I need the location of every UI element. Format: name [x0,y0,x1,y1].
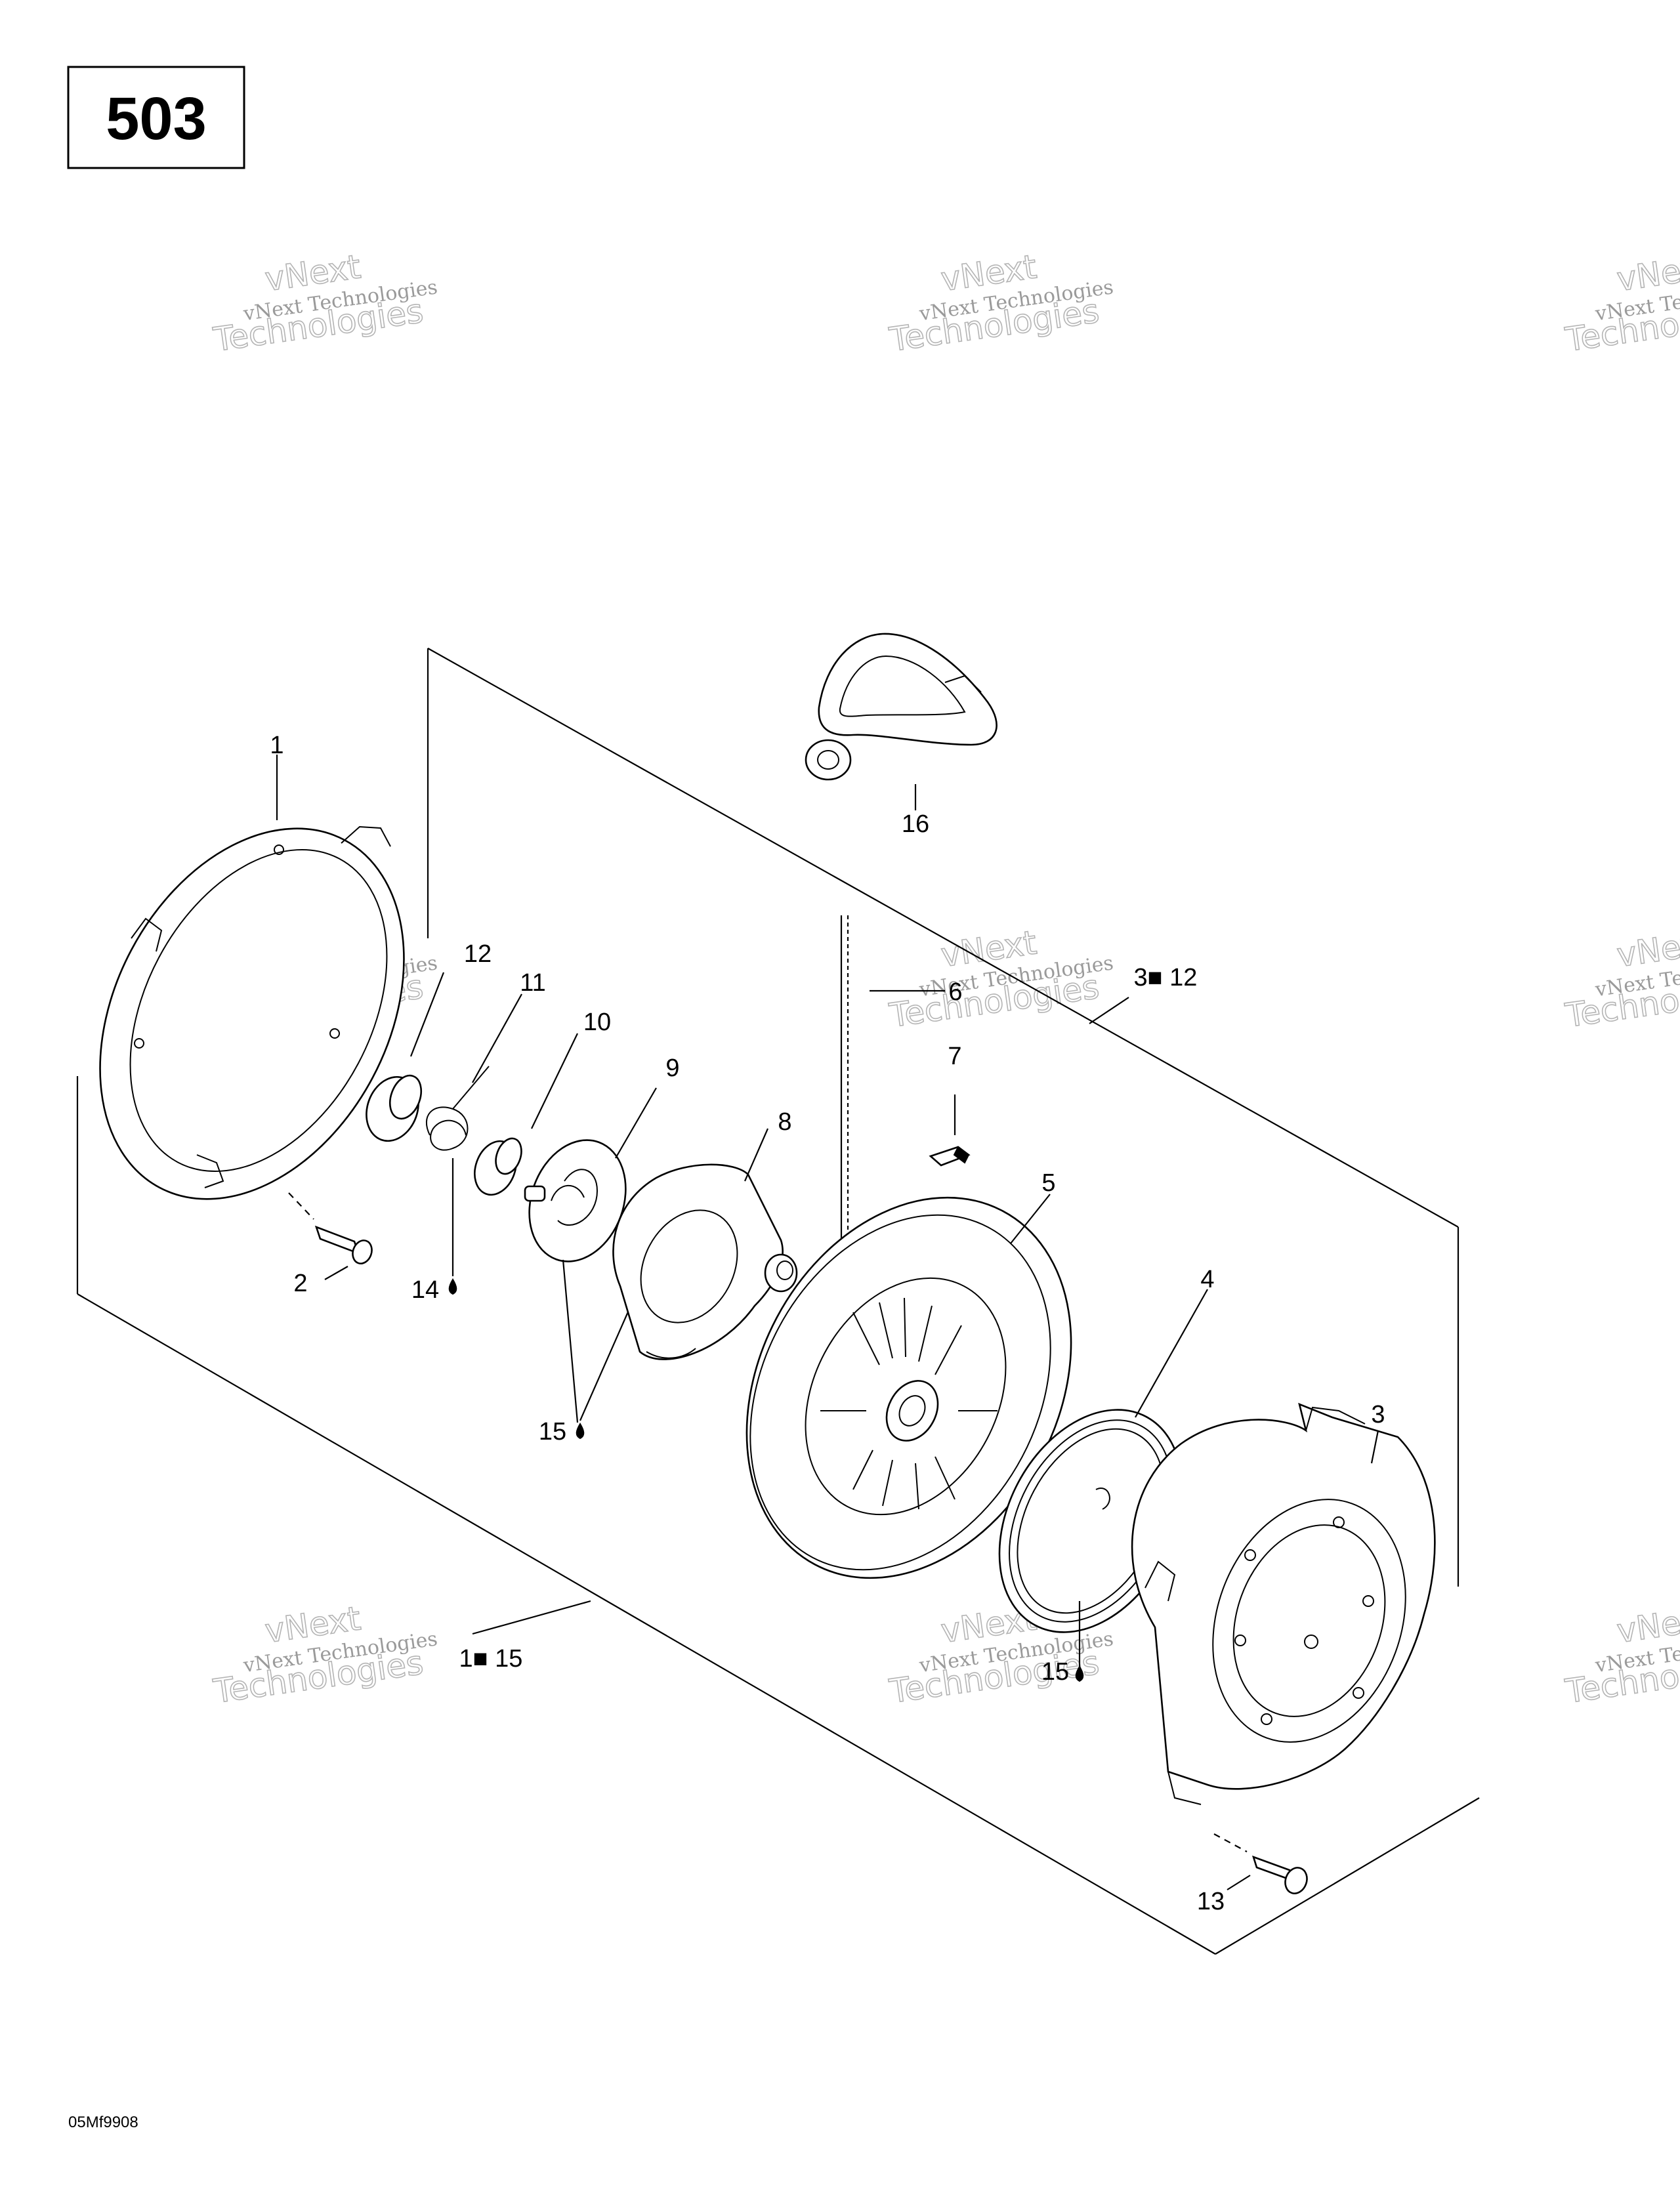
part-14-grease [448,1158,457,1295]
page-number: 503 [106,85,207,152]
drawing-code: 05Mf9908 [68,2114,138,2131]
callout-10: 10 [583,1009,611,1036]
callout-13: 13 [1197,1888,1225,1915]
callout-15-b: 15 [1041,1658,1069,1686]
part-16-handle [805,633,998,810]
callout-5: 5 [1041,1169,1055,1197]
callout-12: 12 [464,940,492,968]
part-15-grease-a [562,1259,633,1440]
part-13-screw [1213,1833,1308,1894]
callout-16: 16 [902,810,929,838]
callout-2: 2 [293,1270,307,1297]
part-12-bushing [366,972,445,1142]
callout-11: 11 [520,969,545,997]
assembly-outline [76,648,1480,1955]
part-9-cam [524,1087,657,1262]
watermark-vnext: vNext [1614,923,1680,974]
callout-7: 7 [948,1043,961,1070]
callout-15-a: 15 [539,1418,566,1446]
sheave-spokes [820,1297,998,1510]
kit-1-line [472,1600,591,1635]
callout-4: 4 [1200,1266,1214,1293]
callout-kit-3: 3■ 12 [1134,964,1198,991]
callout-14: 14 [411,1276,439,1304]
callout-6: 6 [948,978,962,1006]
part-1-ring [99,755,405,1200]
watermark-vnext: vNext [1614,247,1680,299]
part-10-bushing [474,1033,578,1196]
page-number-box: 503 [67,66,245,169]
part-11-spring [426,993,522,1151]
watermark-vnext: vNext [1614,1599,1680,1650]
part-6-rope [840,915,945,1240]
kit-3-line [1089,997,1129,1024]
callout-8: 8 [778,1108,791,1136]
callout-1: 1 [270,732,284,759]
callout-3: 3 [1371,1401,1385,1428]
part-8-flange [612,1128,798,1360]
callout-labels: 1 2 3 4 5 6 7 8 9 10 11 12 13 14 15 15 1… [270,732,1385,1915]
part-2-screw [288,1192,373,1280]
callout-kit-1: 1■ 15 [459,1645,523,1673]
part-3-housing [1131,1402,1436,1805]
callout-9: 9 [665,1054,679,1082]
part-7-key [929,1094,971,1167]
